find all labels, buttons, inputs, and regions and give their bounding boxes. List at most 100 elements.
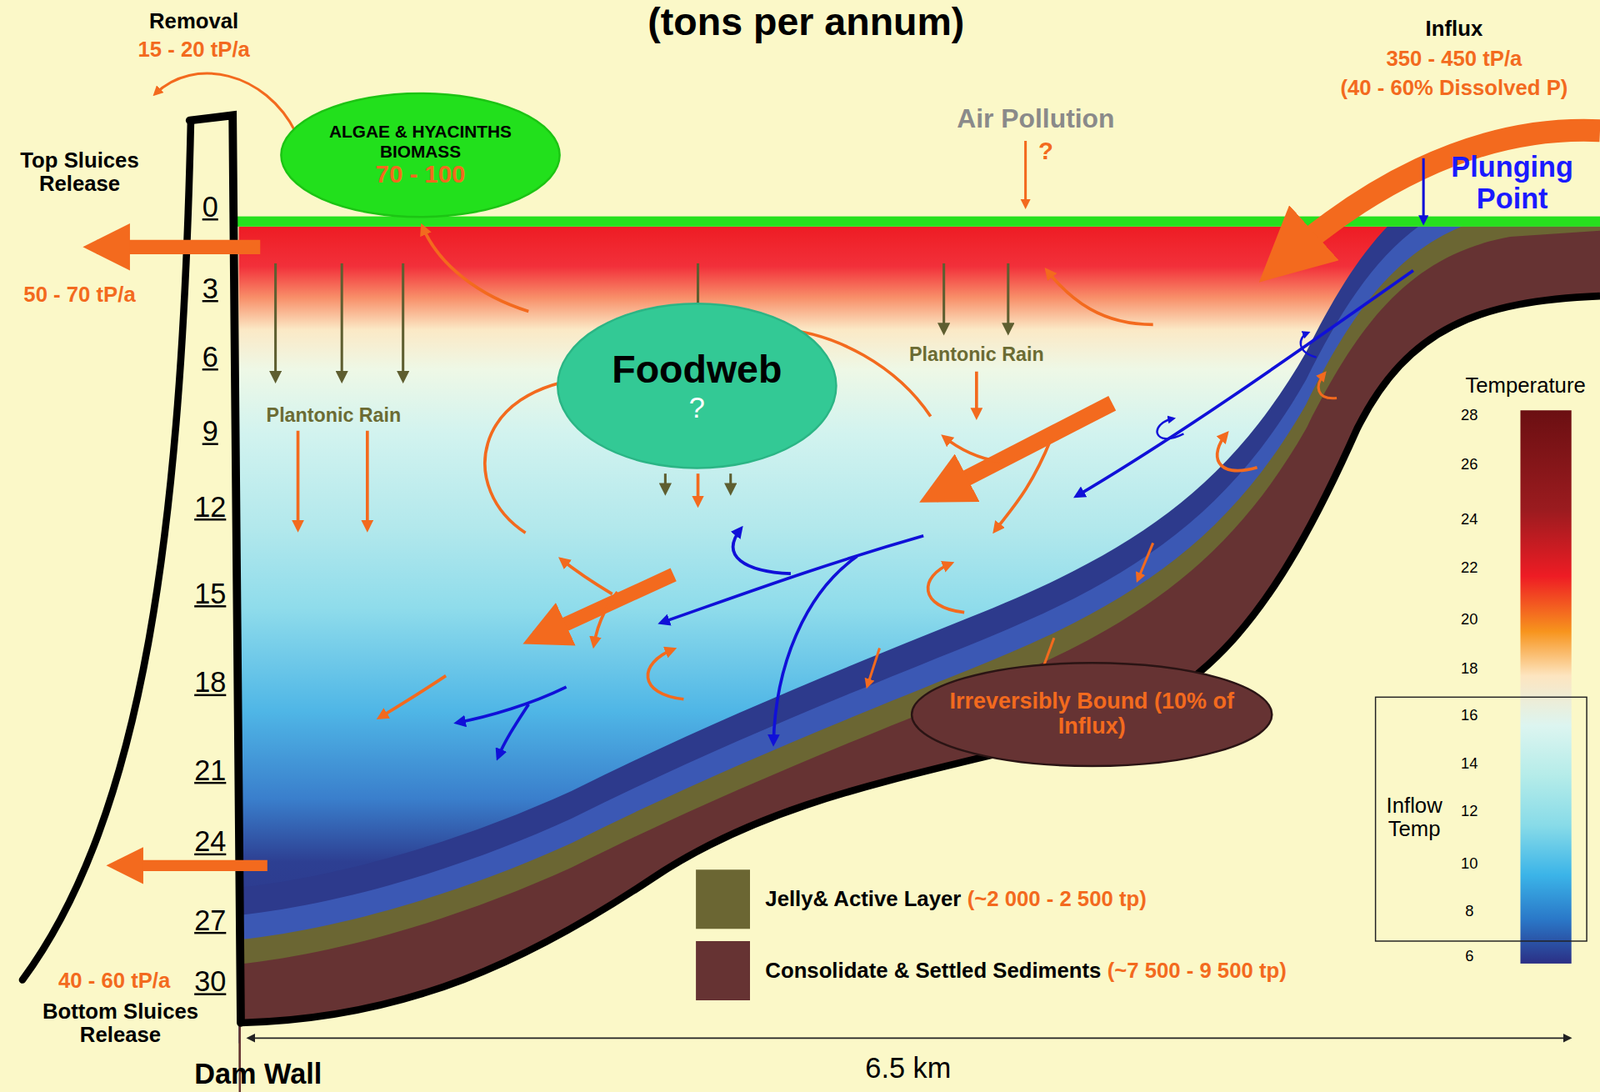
settling-branch-arrow [944,436,1000,461]
phosphorus-flow-arrows [96,73,1600,865]
rain-arrow [729,473,732,492]
settling-branch-arrow [560,559,612,595]
orange-rain-arrow [696,473,700,505]
underflow-arrow [1076,270,1414,496]
text-label: 6.5 km [865,1052,951,1085]
inflow-temp-box [1375,696,1587,941]
depth-mark: 30 [194,967,226,996]
sediment-layers [239,226,1600,1092]
planktonic-rain-arrows [275,263,1009,492]
interflow-arrow [498,704,530,758]
text-label: Air Pollution [956,104,1115,134]
text-label: Influx [1425,16,1484,40]
removal-arrow [155,73,296,133]
legend-swatch [695,940,750,1000]
settled-sediments [239,230,1600,1092]
settling-branch-arrow [995,439,1051,531]
rain-arrow [1006,263,1010,332]
amount-label: (~7 500 - 9 500 tp) [1107,958,1287,983]
depth-mark: 18 [194,668,226,697]
legend-swatch [695,869,750,929]
temperature-bar [1520,410,1571,964]
resuspension-arrow [1318,373,1337,399]
text-label: Inflow Temp [1376,792,1453,840]
depth-mark: 27 [194,905,226,935]
upwelling-arrow [733,528,791,574]
text-label: 15 - 20 tP/a [137,37,250,61]
text-label: Dam Wall [194,1059,322,1091]
scale-tick-label: 24 [1460,510,1478,528]
orange-rain-arrow [365,430,370,530]
depth-mark: 21 [194,755,226,785]
top-sluice-arrow [96,240,260,255]
ellipse-node: Irreversibly Bound (10% of Influx) [910,660,1274,767]
surface-algae-layer [235,216,1600,227]
scale-tick-label: 14 [1460,755,1478,772]
rain-arrow [942,263,945,332]
eddy-arrow [1300,332,1317,357]
eddy-arrow [1157,418,1185,439]
depth-mark: 15 [194,580,226,609]
depth-mark: 6 [202,342,219,371]
scale-tick-label: 22 [1460,559,1478,576]
current-arrows [457,158,1425,758]
scale-tick-label: 18 [1460,660,1478,677]
rain-arrow [274,263,277,380]
node-body: Foodweb? [555,301,838,470]
node-body: ALGAE & HYACINTHS BIOMASS70 - 100 [280,91,562,219]
text-label: Plunging Point [1440,152,1584,215]
settling-arrow [933,403,1112,495]
amount-label: (~2 000 - 2 500 tp) [967,886,1147,911]
burial-arrow [1137,542,1153,580]
node-value: 70 - 100 [375,160,466,189]
scale-tick-label: 20 [1460,610,1478,628]
scale-tick-label: 12 [1460,802,1478,820]
settling-branch-arrow [594,591,618,645]
node-value: ? [689,391,705,424]
legend-text: Jelly& Active Layer [765,886,961,911]
interflow-arrow [457,686,567,723]
text-label: 50 - 70 tP/a [23,282,135,306]
influx-arrow [1275,130,1600,268]
ellipse-outline [557,303,836,468]
release-arrow [1046,270,1153,325]
burial-arrow [867,648,880,686]
scale-tick-label: 28 [1460,406,1478,424]
scale-tick-label: 10 [1460,855,1478,872]
text-label: (40 - 60% Dissolved P) [1340,75,1568,100]
ground [240,295,1600,1092]
rain-arrow [401,263,405,380]
node-title: Foodweb [611,348,782,392]
ellipse-outline [911,662,1272,766]
node-title: ALGAE & HYACINTHS BIOMASS [303,121,539,161]
plunging-point-arrow [1422,158,1425,223]
diagram-title: (tons per annum) [647,0,965,44]
legend-row: Consolidate & Settled Sediments(~7 500 -… [695,940,1287,1000]
ellipse-outline [280,93,560,217]
underflow-branch-arrow [773,555,857,743]
text-label: Temperature [1465,372,1585,396]
reservoir-bed-line [240,295,1600,1023]
depth-mark: 9 [202,417,219,446]
ellipse-node: Foodweb? [555,301,838,470]
text-label: Bottom Sluices Release [23,999,218,1047]
text-label: ? [1038,137,1054,165]
scale-tick-label: 26 [1460,455,1478,473]
depth-mark: 3 [202,274,219,303]
resuspension-arrow [647,649,684,700]
depth-mark: 24 [194,827,226,856]
underflow-arrow [660,535,924,623]
depth-mark: 12 [194,492,226,521]
scale-tick-label: 6 [1465,947,1474,965]
settling-arrow [535,574,674,638]
temperature-scale [1375,410,1587,964]
bottom-sluice-arrow [117,860,268,871]
text-label: Plantonic Rain [266,405,402,428]
resuspension-arrow [1217,433,1258,470]
text-label: Top Sluices Release [3,147,157,195]
node-title: Irreversibly Bound (10% of Influx) [944,689,1240,740]
rain-arrow [340,263,344,380]
deep-flow-arrow [380,675,447,718]
